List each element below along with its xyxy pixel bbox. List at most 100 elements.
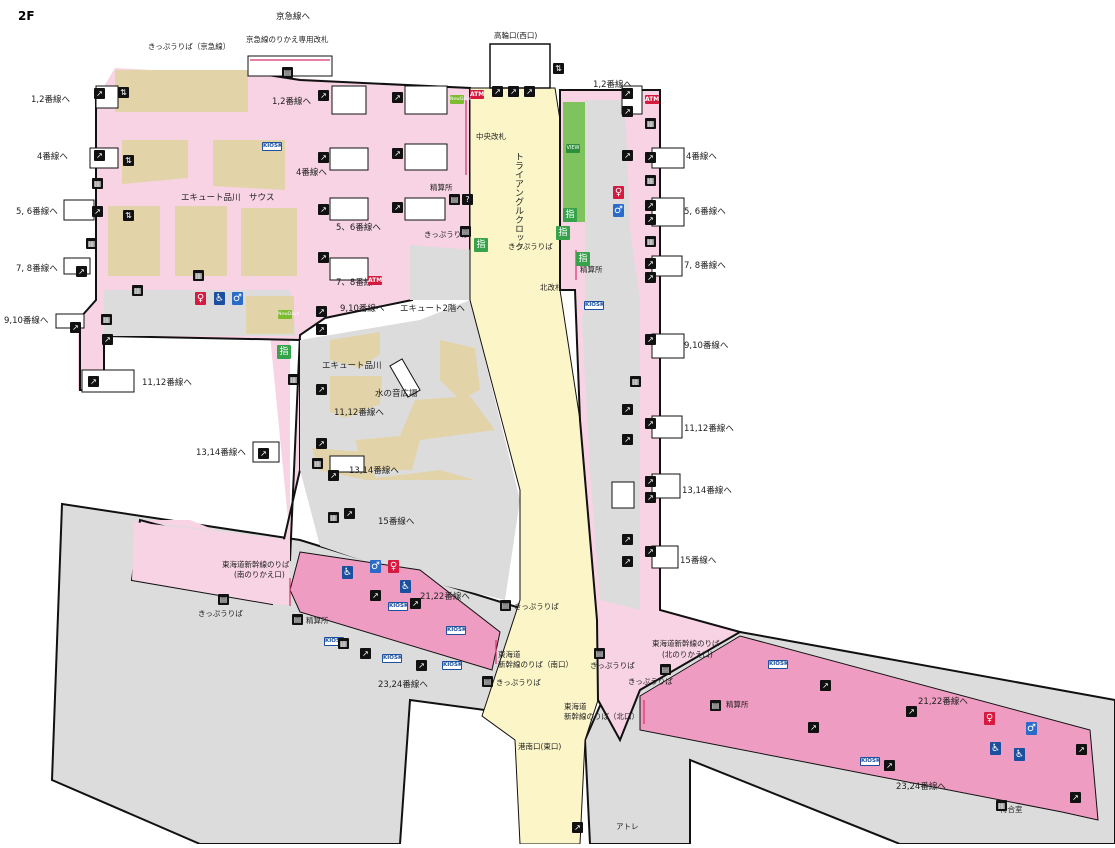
escalator-icon-n1: ↗: [820, 680, 831, 691]
reserved-seat-icon-3: 指: [556, 226, 570, 240]
elevator-icon-t: ⇅: [553, 63, 564, 74]
escalator-icon-e8: ↗: [645, 272, 656, 283]
escalator-icon-c7: ↗: [316, 384, 327, 395]
label-tokaido-north-1: 東海道: [564, 702, 587, 711]
label-shinkansen-south-transfer-2: (南のりかえ口): [234, 570, 285, 579]
escalator-icon-n4: ↗: [884, 760, 895, 771]
reserved-seat-icon-1: 指: [474, 238, 488, 252]
atm-icon-west: ATM: [368, 276, 383, 285]
label-west-4: 4番線へ: [37, 152, 68, 162]
ticket-machine-icon-keikyu: ▤: [282, 67, 293, 78]
reserved-seat-icon-4: 指: [576, 252, 590, 266]
label-east-11-12: 11,12番線へ: [684, 424, 734, 434]
escalator-icon-e11: ↗: [622, 404, 633, 415]
escalator-icon-s4: ↗: [416, 660, 427, 671]
escalator-icon-e2: ↗: [622, 106, 633, 117]
kiosk-icon-6: KIOSK: [382, 654, 403, 663]
female-toilet-icon-west: ♀: [195, 292, 206, 305]
escalator-icon-w6: ↗: [102, 334, 113, 345]
floor-label: 2F: [18, 9, 35, 23]
escalator-icon-n2: ↗: [808, 722, 819, 733]
escalator-icon-e6: ↗: [645, 214, 656, 225]
label-west-1-2: 1,2番線へ: [31, 95, 71, 105]
label-east-15: 15番線へ: [680, 556, 717, 566]
label-seisanjo-sw: 精算所: [306, 616, 329, 625]
label-east-1-2: 1,2番線へ: [593, 80, 633, 90]
reserved-seat-icon-5: 指: [277, 345, 291, 359]
newdays-icon-central: NewDays: [450, 95, 472, 104]
ticket-machine-icon-sw2: ▤: [292, 614, 303, 625]
ticket-machine-icon-s2: ▤: [482, 676, 493, 687]
label-shinkansen-north-transfer-1: 東海道新幹線のりば: [652, 639, 720, 648]
takanawa-stairs: [489, 43, 551, 89]
label-east-7-8: 7, 8番線へ: [684, 261, 726, 271]
shop-8: [440, 340, 480, 400]
locker-icon-c2: ▦: [328, 512, 339, 523]
locker-icon-e1: ▦: [645, 118, 656, 129]
label-west-5-6: 5, 6番線へ: [16, 207, 58, 217]
escalator-icon-w1: ↗: [94, 88, 105, 99]
escalator-icon-c9: ↗: [328, 470, 339, 481]
locker-icon-e3: ▦: [645, 236, 656, 247]
label-north-21-22: 21,22番線へ: [918, 697, 968, 707]
label-ticket-center: きっぷうりば: [424, 230, 469, 239]
shinkansen-south-light: [132, 522, 290, 605]
escalator-icon-w4: ↗: [76, 266, 87, 277]
label-shinkansen-north-transfer-2: (北のりかえ口): [662, 650, 713, 659]
escalator-icon-e14: ↗: [645, 492, 656, 503]
atm-icon-east: ATM: [645, 95, 660, 104]
kiosk-icon-2: KIOSK: [584, 301, 605, 310]
locker-icon-w4: ▦: [193, 270, 204, 281]
ticket-machine-icon-s3: ▤: [594, 648, 605, 659]
escalator-icon-e17: ↗: [622, 556, 633, 567]
label-ticket-s1: きっぷうりば: [496, 678, 541, 687]
escalator-icon-w2: ↗: [94, 150, 105, 161]
elevator-icon-w3: ⇅: [123, 210, 134, 221]
label-ticket-e: きっぷうりば: [628, 677, 673, 686]
locker-icon-e2: ▦: [645, 175, 656, 186]
label-north-gate: 北改札: [540, 283, 563, 292]
escalator-icon-e1: ↗: [622, 88, 633, 99]
male-toilet-icon-west: ♂: [232, 292, 243, 305]
label-atre: アトレ: [616, 822, 639, 831]
atm-icon-central: ATM: [470, 90, 485, 99]
label-waiting-room: 待合室: [1000, 805, 1023, 814]
label-keikyu-line: 京急線へ: [276, 12, 311, 22]
escalator-icon-t3: ↗: [524, 86, 535, 97]
label-east-13-14: 13,14番線へ: [682, 486, 732, 496]
label-south-21-22: 21,22番線へ: [420, 592, 470, 602]
escalator-icon-e16: ↗: [645, 546, 656, 557]
label-south-23-24: 23,24番線へ: [378, 680, 428, 690]
label-west-9-10: 9,10番線へ: [4, 316, 49, 326]
label-tokaido-south-2: 新幹線のりば（南口）: [498, 660, 573, 669]
elevator-icon-w1: ⇅: [118, 87, 129, 98]
elevator-icon-w2: ⇅: [123, 155, 134, 166]
escalator-icon-atre: ↗: [572, 822, 583, 833]
label-ticket-s2: きっぷうりば: [590, 661, 635, 670]
locker-icon-w3: ▦: [132, 285, 143, 296]
escalator-icon-s1: ↗: [370, 590, 381, 601]
ticket-machine-icon-c2: ▤: [460, 226, 471, 237]
label-ticket-sw: きっぷうりば: [198, 609, 243, 618]
ticket-machine-icon-sw: ▤: [218, 594, 229, 605]
shop-7: [330, 376, 382, 418]
female-toilet-icon-east: ♀: [613, 186, 624, 199]
escalator-icon-e10: ↗: [645, 418, 656, 429]
label-north-23-24: 23,24番線へ: [896, 782, 946, 792]
label-central-gate: 中央改札: [476, 132, 506, 141]
escalator-icon-n3: ↗: [906, 706, 917, 717]
male-toilet-icon-north: ♂: [1026, 722, 1037, 735]
female-toilet-icon-south: ♀: [388, 560, 399, 573]
kiosk-icon-3: KIOSK: [388, 602, 409, 611]
label-center-9-10: 9,10番線へ: [340, 304, 385, 314]
label-keikyu-gate: 京急線のりかえ専用改札: [246, 35, 329, 44]
label-center-15: 15番線へ: [378, 517, 415, 527]
escalator-icon-c2: ↗: [318, 152, 329, 163]
reserved-seat-icon-2: 指: [563, 208, 577, 222]
locker-icon-n1: ▦: [996, 800, 1007, 811]
locker-icon-w2: ▦: [86, 238, 97, 249]
locker-icon-w1: ▦: [92, 178, 103, 189]
label-ecute-2f: エキュート2階へ: [400, 304, 465, 314]
kiosk-icon-9: KIOSK: [860, 757, 881, 766]
